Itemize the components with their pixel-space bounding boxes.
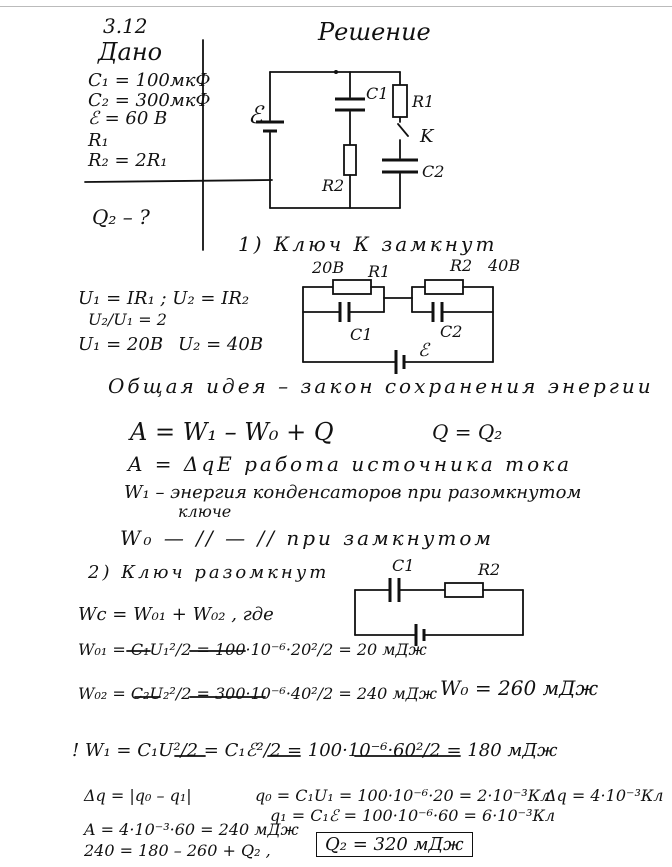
w1-description-cont: ключе (178, 502, 232, 521)
diagram2-v1-label: 20В (312, 258, 345, 277)
voltage-ratio: U₂/U₁ = 2 (88, 310, 167, 329)
q1-calculation: q₁ = C₁ℰ = 100·10⁻⁶·60 = 6·10⁻³Кл (270, 806, 556, 825)
diagram3-c1-label: C1 (392, 556, 415, 575)
wc-definition: Wc = W₀₁ + W₀₂ , где (78, 604, 274, 625)
diagram1-c1-label: C1 (366, 84, 389, 103)
circuit-diagram-1 (256, 70, 418, 209)
delta-q-value: Δq = 4·10⁻³Кл (545, 786, 664, 805)
diagram1-r1-label: R1 (412, 92, 435, 111)
energy-balance: 240 = 180 – 260 + Q₂ , (84, 841, 271, 860)
w01-calculation: W₀₁ = C₁U₁²/2 = 100·10⁻⁶·20²/2 = 20 мДж (78, 640, 427, 659)
heat-equation: Q = Q₂ (432, 420, 503, 444)
diagram2-c1-label: C1 (350, 325, 373, 344)
given-c1: C₁ = 100мкФ (88, 70, 211, 91)
given-c2: C₂ = 300мкФ (88, 90, 211, 111)
diagram1-r2-label: R2 (322, 176, 345, 195)
w0-total: W₀ = 260 мДж (440, 676, 599, 700)
problem-number: 3.12 (103, 14, 148, 38)
given-r1: R₁ (88, 130, 109, 151)
w02-calculation: W₀₂ = C₂U₂²/2 = 300·10⁻⁶·40²/2 = 240 мДж (78, 684, 437, 703)
u2-value: U₂ = 40В (178, 334, 264, 355)
find-q2: Q₂ – ? (92, 205, 150, 229)
diagram1-c2-label: C2 (422, 162, 445, 181)
solution-title: Решение (318, 18, 431, 46)
work-value: A = 4·10⁻³·60 = 240 мДж (84, 820, 299, 839)
w0-description: W₀ — // — // при замкнутом (120, 526, 494, 550)
diagram1-k-label: K (420, 126, 434, 147)
switch-k (397, 123, 409, 137)
given-title: Дано (98, 38, 163, 66)
given-emf: ℰ = 60 В (88, 108, 168, 129)
resistor-r1 (392, 84, 408, 118)
final-answer: Q₂ = 320 мДж (316, 832, 473, 857)
step2-heading: 2) Ключ разомкнут (88, 562, 330, 583)
ohm-law-line: U₁ = IR₁ ; U₂ = IR₂ (78, 288, 250, 309)
q0-calculation: q₀ = C₁U₁ = 100·10⁻⁶·20 = 2·10⁻³Кл (255, 786, 551, 805)
circuit-diagram-2 (302, 279, 494, 374)
u1-value: U₁ = 20В (78, 334, 164, 355)
resistor-r2 (444, 582, 484, 598)
w1-description: W₁ – энергия конденсаторов при разомкнут… (124, 482, 582, 503)
resistor-r2 (343, 144, 357, 176)
top-ruler (0, 0, 672, 7)
delta-q-definition: Δq = |q₀ – q₁| (84, 786, 192, 805)
circuit-diagram-3 (354, 578, 524, 646)
given-r2: R₂ = 2R₁ (88, 150, 168, 171)
diagram3-r2-label: R2 (478, 560, 501, 579)
energy-equation: A = W₁ – W₀ + Q (130, 418, 334, 446)
resistor-r1 (332, 279, 372, 295)
diagram2-r2-label: R2 (450, 256, 473, 275)
diagram2-r1-label: R1 (368, 262, 391, 281)
given-horizontal-line (84, 179, 273, 183)
general-idea: Общая идея – закон сохранения энергии (108, 374, 654, 398)
diagram2-v2-label: 40В (488, 256, 521, 275)
diagram2-c2-label: C2 (440, 322, 463, 341)
step1-heading: 1) Ключ К замкнут (238, 232, 498, 256)
work-equation: A = ΔqE работа источника тока (128, 452, 573, 476)
diagram2-emf-label: ℰ (418, 340, 429, 361)
diagram1-emf-label: ℰ (248, 101, 263, 129)
resistor-r2 (424, 279, 464, 295)
w1-calculation: ! W₁ = C₁U²/2 = C₁ℰ²/2 = 100·10⁻⁶·60²/2 … (72, 740, 558, 761)
